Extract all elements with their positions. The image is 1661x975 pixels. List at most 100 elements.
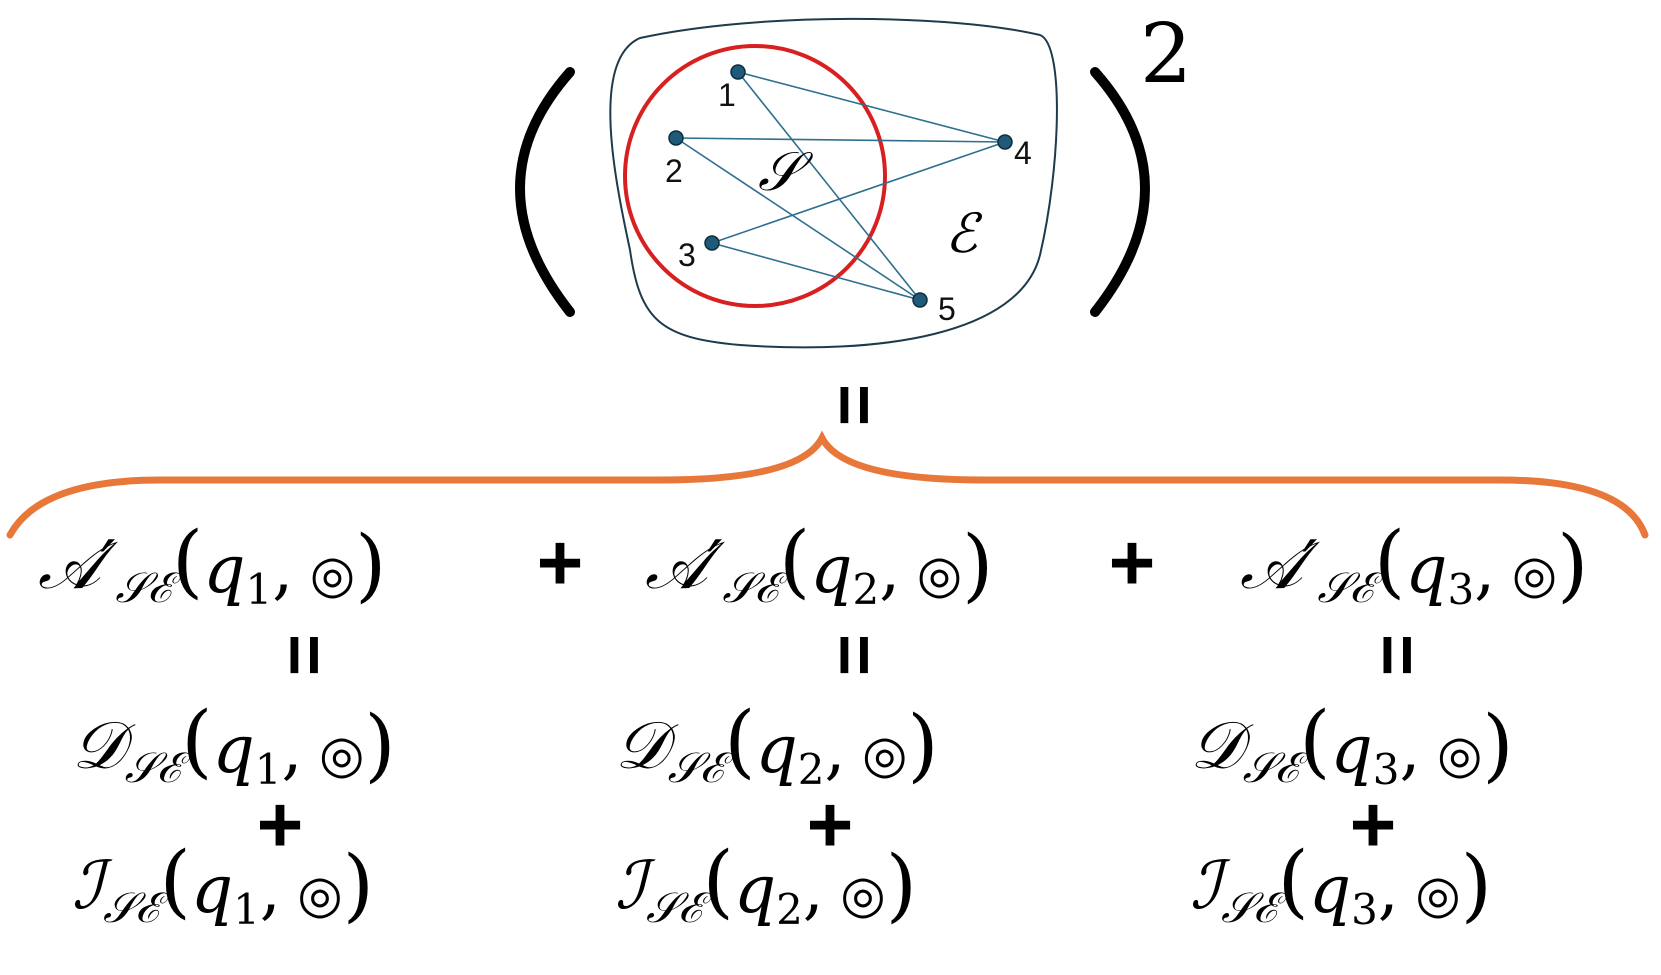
node-2 [668, 130, 684, 146]
subscript: 𝒮ℰ [722, 563, 789, 612]
arg-separator: , [824, 711, 845, 788]
arg-q: q [1405, 531, 1447, 608]
arg-index: 2 [776, 885, 803, 934]
odot-symbol: ◎ [1420, 725, 1482, 785]
arg-q: q [1330, 711, 1372, 788]
arg-index: 1 [233, 885, 260, 934]
open-paren: ( [1278, 834, 1309, 927]
subscript: 𝒮ℰ [103, 883, 170, 932]
subscript: 𝒮ℰ [1243, 743, 1310, 792]
orange-curly-brace [6, 430, 1649, 539]
odot-symbol: ◎ [293, 545, 355, 605]
i-term-3: ℐ𝒮ℰ(q3, ◎) [1190, 834, 1492, 934]
svg-text:𝒟𝒮ℰ(q2, ◎): 𝒟𝒮ℰ(q2, ◎) [615, 694, 939, 794]
subscript: 𝒮ℰ [668, 743, 735, 792]
arg-separator: , [260, 851, 281, 928]
a-prime-symbol: 𝒜′ [38, 527, 118, 604]
arg-q: q [191, 851, 233, 928]
subscript: 𝒮ℰ [115, 563, 182, 612]
arg-q: q [212, 711, 254, 788]
svg-text:ℐ𝒮ℰ(q1, ◎): ℐ𝒮ℰ(q1, ◎) [72, 834, 374, 934]
right-big-paren [1090, 67, 1150, 317]
row-i-terms: ℐ𝒮ℰ(q1, ◎) ℐ𝒮ℰ(q2, ◎) ℐ𝒮ℰ(q3, ◎) [72, 834, 1492, 934]
arg-separator: , [1378, 851, 1399, 928]
svg-text:𝒟𝒮ℰ(q3, ◎): 𝒟𝒮ℰ(q3, ◎) [1190, 694, 1514, 794]
open-paren: ( [181, 694, 212, 787]
arg-q: q [203, 531, 245, 608]
subscript: 𝒮ℰ [646, 883, 713, 932]
svg-text:𝒟𝒮ℰ(q1, ◎): 𝒟𝒮ℰ(q1, ◎) [72, 694, 396, 794]
odot-symbol: ◎ [281, 865, 343, 925]
svg-text:𝒜′𝒮ℰ(q3, ◎): 𝒜′𝒮ℰ(q3, ◎) [1240, 514, 1588, 614]
top-equals-sign: = [814, 384, 894, 426]
row-d-terms: 𝒟𝒮ℰ(q1, ◎) 𝒟𝒮ℰ(q2, ◎) 𝒟𝒮ℰ(q3, ◎) [72, 694, 1514, 794]
arg-index: 2 [852, 565, 879, 614]
node-5 [912, 292, 928, 308]
arg-index: 2 [798, 745, 825, 794]
odot-symbol: ◎ [1399, 865, 1461, 925]
environment-boundary [609, 17, 1058, 349]
left-big-paren [515, 67, 575, 317]
subscript: 𝒮ℰ [1221, 883, 1288, 932]
close-paren: ) [886, 838, 917, 931]
a-prime-symbol: 𝒜′ [645, 527, 725, 604]
svg-text:𝒜′𝒮ℰ(q1, ◎): 𝒜′𝒮ℰ(q1, ◎) [38, 514, 386, 614]
arg-separator: , [281, 711, 302, 788]
close-paren: ) [343, 838, 374, 931]
arg-separator: , [879, 531, 900, 608]
arg-index: 1 [245, 565, 272, 614]
i-term-2: ℐ𝒮ℰ(q2, ◎) [615, 834, 917, 934]
close-paren: ) [962, 518, 993, 611]
arg-separator: , [1474, 531, 1495, 608]
edge-3-5 [711, 242, 921, 301]
svg-text:𝒜′𝒮ℰ(q2, ◎): 𝒜′𝒮ℰ(q2, ◎) [645, 514, 993, 614]
arg-separator: , [803, 851, 824, 928]
plus-sign-col-1: + [257, 780, 304, 869]
close-paren: ) [1461, 838, 1492, 931]
edge-1-5 [737, 71, 921, 301]
odot-symbol: ◎ [845, 725, 907, 785]
open-paren: ( [703, 834, 734, 927]
arg-index: 3 [1447, 565, 1474, 614]
arg-q: q [734, 851, 776, 928]
equals-sign-col-1: = [264, 634, 344, 676]
svg-text:ℐ𝒮ℰ(q3, ◎): ℐ𝒮ℰ(q3, ◎) [1190, 834, 1492, 934]
node-4 [997, 134, 1013, 150]
open-paren: ( [779, 514, 810, 607]
subscript: 𝒮ℰ [125, 743, 192, 792]
node-label-3: 3 [678, 237, 696, 273]
equals-sign-col-3: = [1357, 634, 1437, 676]
edge-2-4 [675, 137, 1006, 143]
a-prime-term-2: 𝒜′𝒮ℰ(q2, ◎) [645, 514, 993, 614]
close-paren: ) [1482, 698, 1513, 791]
odot-symbol: ◎ [302, 725, 364, 785]
plus-sign-2: + [1109, 518, 1156, 607]
plus-sign-col-2: + [807, 780, 854, 869]
node-label-2: 2 [665, 153, 683, 189]
odot-symbol: ◎ [824, 865, 886, 925]
svg-text:ℐ𝒮ℰ(q2, ◎): ℐ𝒮ℰ(q2, ◎) [615, 834, 917, 934]
d-term-1: 𝒟𝒮ℰ(q1, ◎) [72, 694, 396, 794]
odot-symbol: ◎ [900, 545, 962, 605]
plus-sign-col-3: + [1350, 780, 1397, 869]
open-paren: ( [1374, 514, 1405, 607]
environment-label: ℰ [945, 202, 983, 265]
arg-index: 1 [255, 745, 282, 794]
close-paren: ) [907, 698, 938, 791]
open-paren: ( [724, 694, 755, 787]
odot-symbol: ◎ [1495, 545, 1557, 605]
arg-separator: , [272, 531, 293, 608]
plus-sign-1: + [537, 518, 584, 607]
open-paren: ( [172, 514, 203, 607]
subsystem-circle [623, 44, 887, 308]
edge-1-4 [737, 71, 1006, 143]
graph-edges [675, 71, 1006, 301]
row-a-terms: 𝒜′𝒮ℰ(q1, ◎)𝒜′𝒮ℰ(q2, ◎)𝒜′𝒮ℰ(q3, ◎) [38, 514, 1588, 614]
node-1 [730, 64, 746, 80]
a-prime-term-1: 𝒜′𝒮ℰ(q1, ◎) [38, 514, 386, 614]
a-prime-symbol: 𝒜′ [1240, 527, 1320, 604]
d-term-3: 𝒟𝒮ℰ(q3, ◎) [1190, 694, 1514, 794]
edge-3-4 [711, 141, 1006, 244]
open-paren: ( [160, 834, 191, 927]
